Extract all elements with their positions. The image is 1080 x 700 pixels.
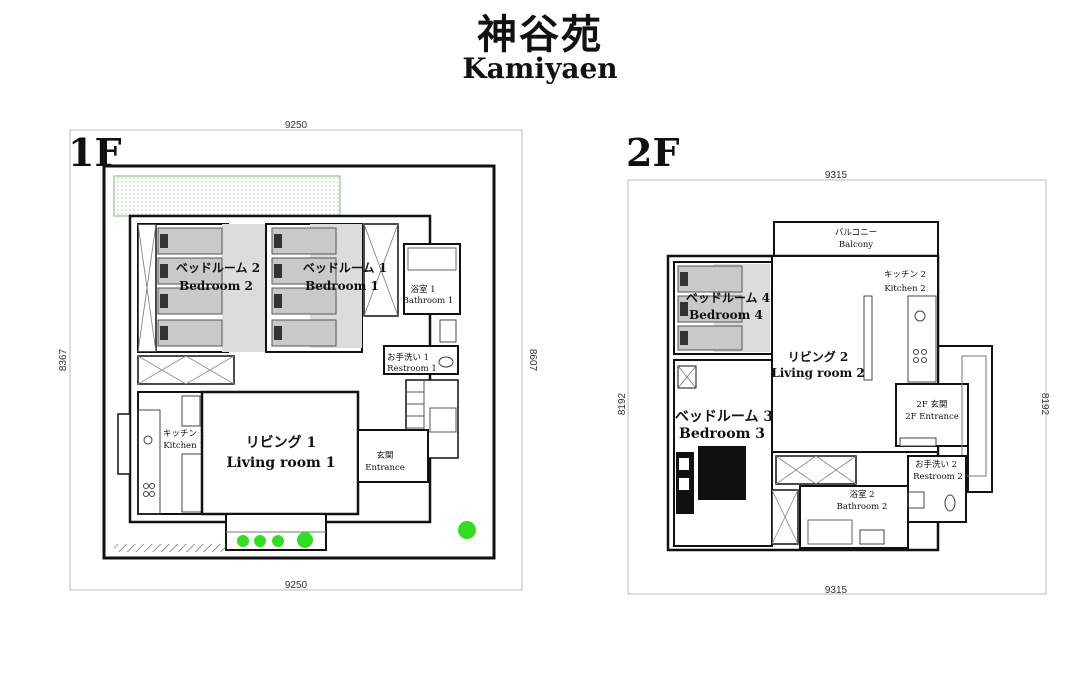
f2-kitchen-2: [907, 295, 937, 383]
f1-hatched-strip: [114, 544, 226, 552]
f1-storage-row: [137, 355, 235, 385]
f2-lot-outline: [627, 179, 1047, 595]
f2-bedroom-4-beds: [677, 265, 743, 351]
f2-label-balcony-en: Balcony: [839, 240, 873, 250]
f2-label-rest2-jp: お手洗い 2: [915, 459, 957, 470]
f1-plants: [237, 521, 476, 548]
f2-label-bedroom3-jp: ベッドルーム 3: [675, 409, 773, 425]
floor-2-plan: 9315 9315 8192 8192: [617, 170, 1050, 596]
f1-label-bedroom1-en: Bedroom 1: [305, 279, 379, 293]
f2-label-entrance2-jp: 2F 玄関: [916, 399, 947, 410]
f2-label-living2-en: Living room 2: [771, 366, 864, 380]
f1-bathroom-1: [403, 243, 461, 315]
f2-balcony: [773, 221, 939, 257]
f1-label-kitchen1-jp: キッチン 1: [163, 429, 205, 439]
f1-label-living1-en: Living room 1: [227, 455, 336, 471]
f1-label-entrance-jp: 玄関: [376, 450, 393, 461]
page-title-en: Kamiyaen: [462, 52, 618, 85]
f1-label-rest1-en: Restroom 1: [387, 364, 437, 374]
f2-dim-top: 9315: [825, 170, 848, 181]
f2-label-balcony-jp: バルコニー: [835, 228, 877, 238]
f1-label-living1-jp: リビング 1: [246, 434, 317, 451]
f1-dim-left: 8367: [58, 348, 69, 371]
f2-restroom-2: [907, 455, 967, 523]
f2-storage-row: [775, 455, 857, 485]
f1-outer-wall: [102, 164, 496, 560]
f2-stair-wall: [938, 345, 993, 493]
f2-label-bedroom4-en: Bedroom 4: [689, 308, 763, 322]
f1-lawn: [113, 175, 341, 217]
f2-label-kitchen2-jp: キッチン 2: [884, 270, 926, 280]
f1-label-bedroom2-en: Bedroom 2: [179, 279, 253, 293]
f2-label-bath2-en: Bathroom 2: [837, 502, 888, 512]
f1-living-room-1: [200, 390, 360, 516]
f2-label-bath2-jp: 浴室 2: [849, 489, 874, 500]
f2-bedroom-3-bed: [676, 446, 746, 514]
f2-entrance: [895, 383, 969, 447]
floor-2-label: 2F: [626, 130, 680, 175]
f2-label-bedroom4-jp: ベッドルーム 4: [686, 291, 770, 305]
f1-label-entrance-en: Entrance: [365, 463, 405, 473]
f2-label-living2-jp: リビング 2: [788, 349, 849, 364]
floor-1-plan: 9250 9250 8367 8607: [58, 120, 538, 591]
f1-label-rest1-jp: お手洗い 1: [387, 352, 429, 363]
f1-label-bedroom2-jp: ベッドルーム 2: [176, 261, 260, 275]
f1-bedroom-2-beds: [157, 227, 223, 347]
f1-label-bedroom1-jp: ベッドルーム 1: [303, 261, 387, 275]
f1-bedroom-1-beds: [271, 227, 337, 347]
f2-label-entrance2-en: 2F Entrance: [905, 412, 959, 422]
f1-label-kitchen1-en: Kitchen 1: [163, 441, 204, 451]
f2-dim-right: 8192: [1039, 393, 1050, 416]
f1-dim-top: 9250: [285, 120, 308, 131]
f1-label-bath1-en: Bathroom 1: [403, 296, 454, 306]
f2-label-rest2-en: Restroom 2: [913, 472, 963, 482]
f1-label-bath1-jp: 浴室 1: [410, 284, 435, 295]
f2-label-bedroom3-en: Bedroom 3: [679, 426, 765, 442]
f1-entrance: [357, 429, 429, 483]
f1-restroom-1: [383, 345, 459, 375]
f1-dim-right: 8607: [527, 349, 538, 372]
f1-dim-bottom: 9250: [285, 580, 308, 591]
page-title-jp: 神谷苑: [477, 11, 603, 58]
f2-dim-left: 8192: [617, 392, 628, 415]
f2-dim-bottom: 9315: [825, 585, 848, 596]
f1-lot-outline: [69, 129, 523, 591]
f2-label-kitchen2-en: Kitchen 2: [884, 284, 925, 294]
